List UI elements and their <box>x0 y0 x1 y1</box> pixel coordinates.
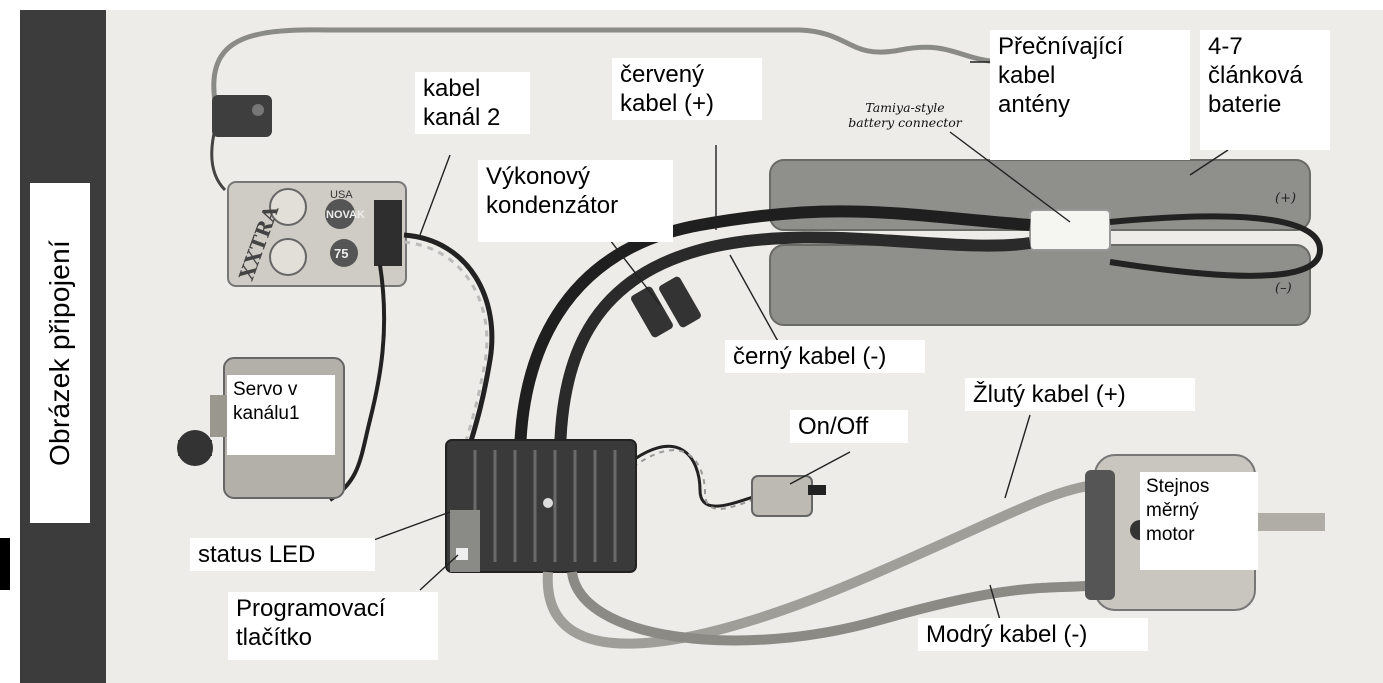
label-antenna-cable: Přečnívající kabel antény <box>990 30 1190 160</box>
antenna-holder <box>212 95 272 137</box>
sidebar-title-box: Obrázek připojení <box>30 183 90 523</box>
battery-plus-text: (+) <box>1275 191 1296 206</box>
label-battery: 4-7 článková baterie <box>1200 30 1330 150</box>
battery-minus-text: (–) <box>1275 281 1292 296</box>
speed-controller <box>446 440 636 572</box>
label-status-led: status LED <box>190 538 375 571</box>
receiver-country-text: USA <box>330 189 353 201</box>
label-blue-cable: Modrý kabel (-) <box>918 618 1148 651</box>
label-receiver-channel2-cable: kabel kanál 2 <box>415 72 530 134</box>
label-power-capacitor: Výkonový kondenzátor <box>478 160 673 242</box>
label-motor: Stejnos měrný motor <box>1140 472 1258 570</box>
label-red-cable: červený kabel (+) <box>612 58 762 120</box>
on-off-switch <box>752 476 812 516</box>
sidebar-title: Obrázek připojení <box>44 240 76 466</box>
label-yellow-cable: Žlutý kabel (+) <box>965 378 1195 411</box>
label-program-button: Programovací tlačítko <box>228 592 438 660</box>
label-on-off: On/Off <box>790 410 908 443</box>
edge-marker <box>0 538 10 590</box>
label-servo: Servo v kanálu1 <box>227 375 335 455</box>
battery-connector-caption: Tamiya-style battery connector <box>820 100 990 130</box>
label-black-cable: černý kabel (-) <box>725 340 925 373</box>
receiver-brand-text: NOVAK <box>326 209 365 221</box>
receiver-freq-text: 75 <box>334 246 348 261</box>
